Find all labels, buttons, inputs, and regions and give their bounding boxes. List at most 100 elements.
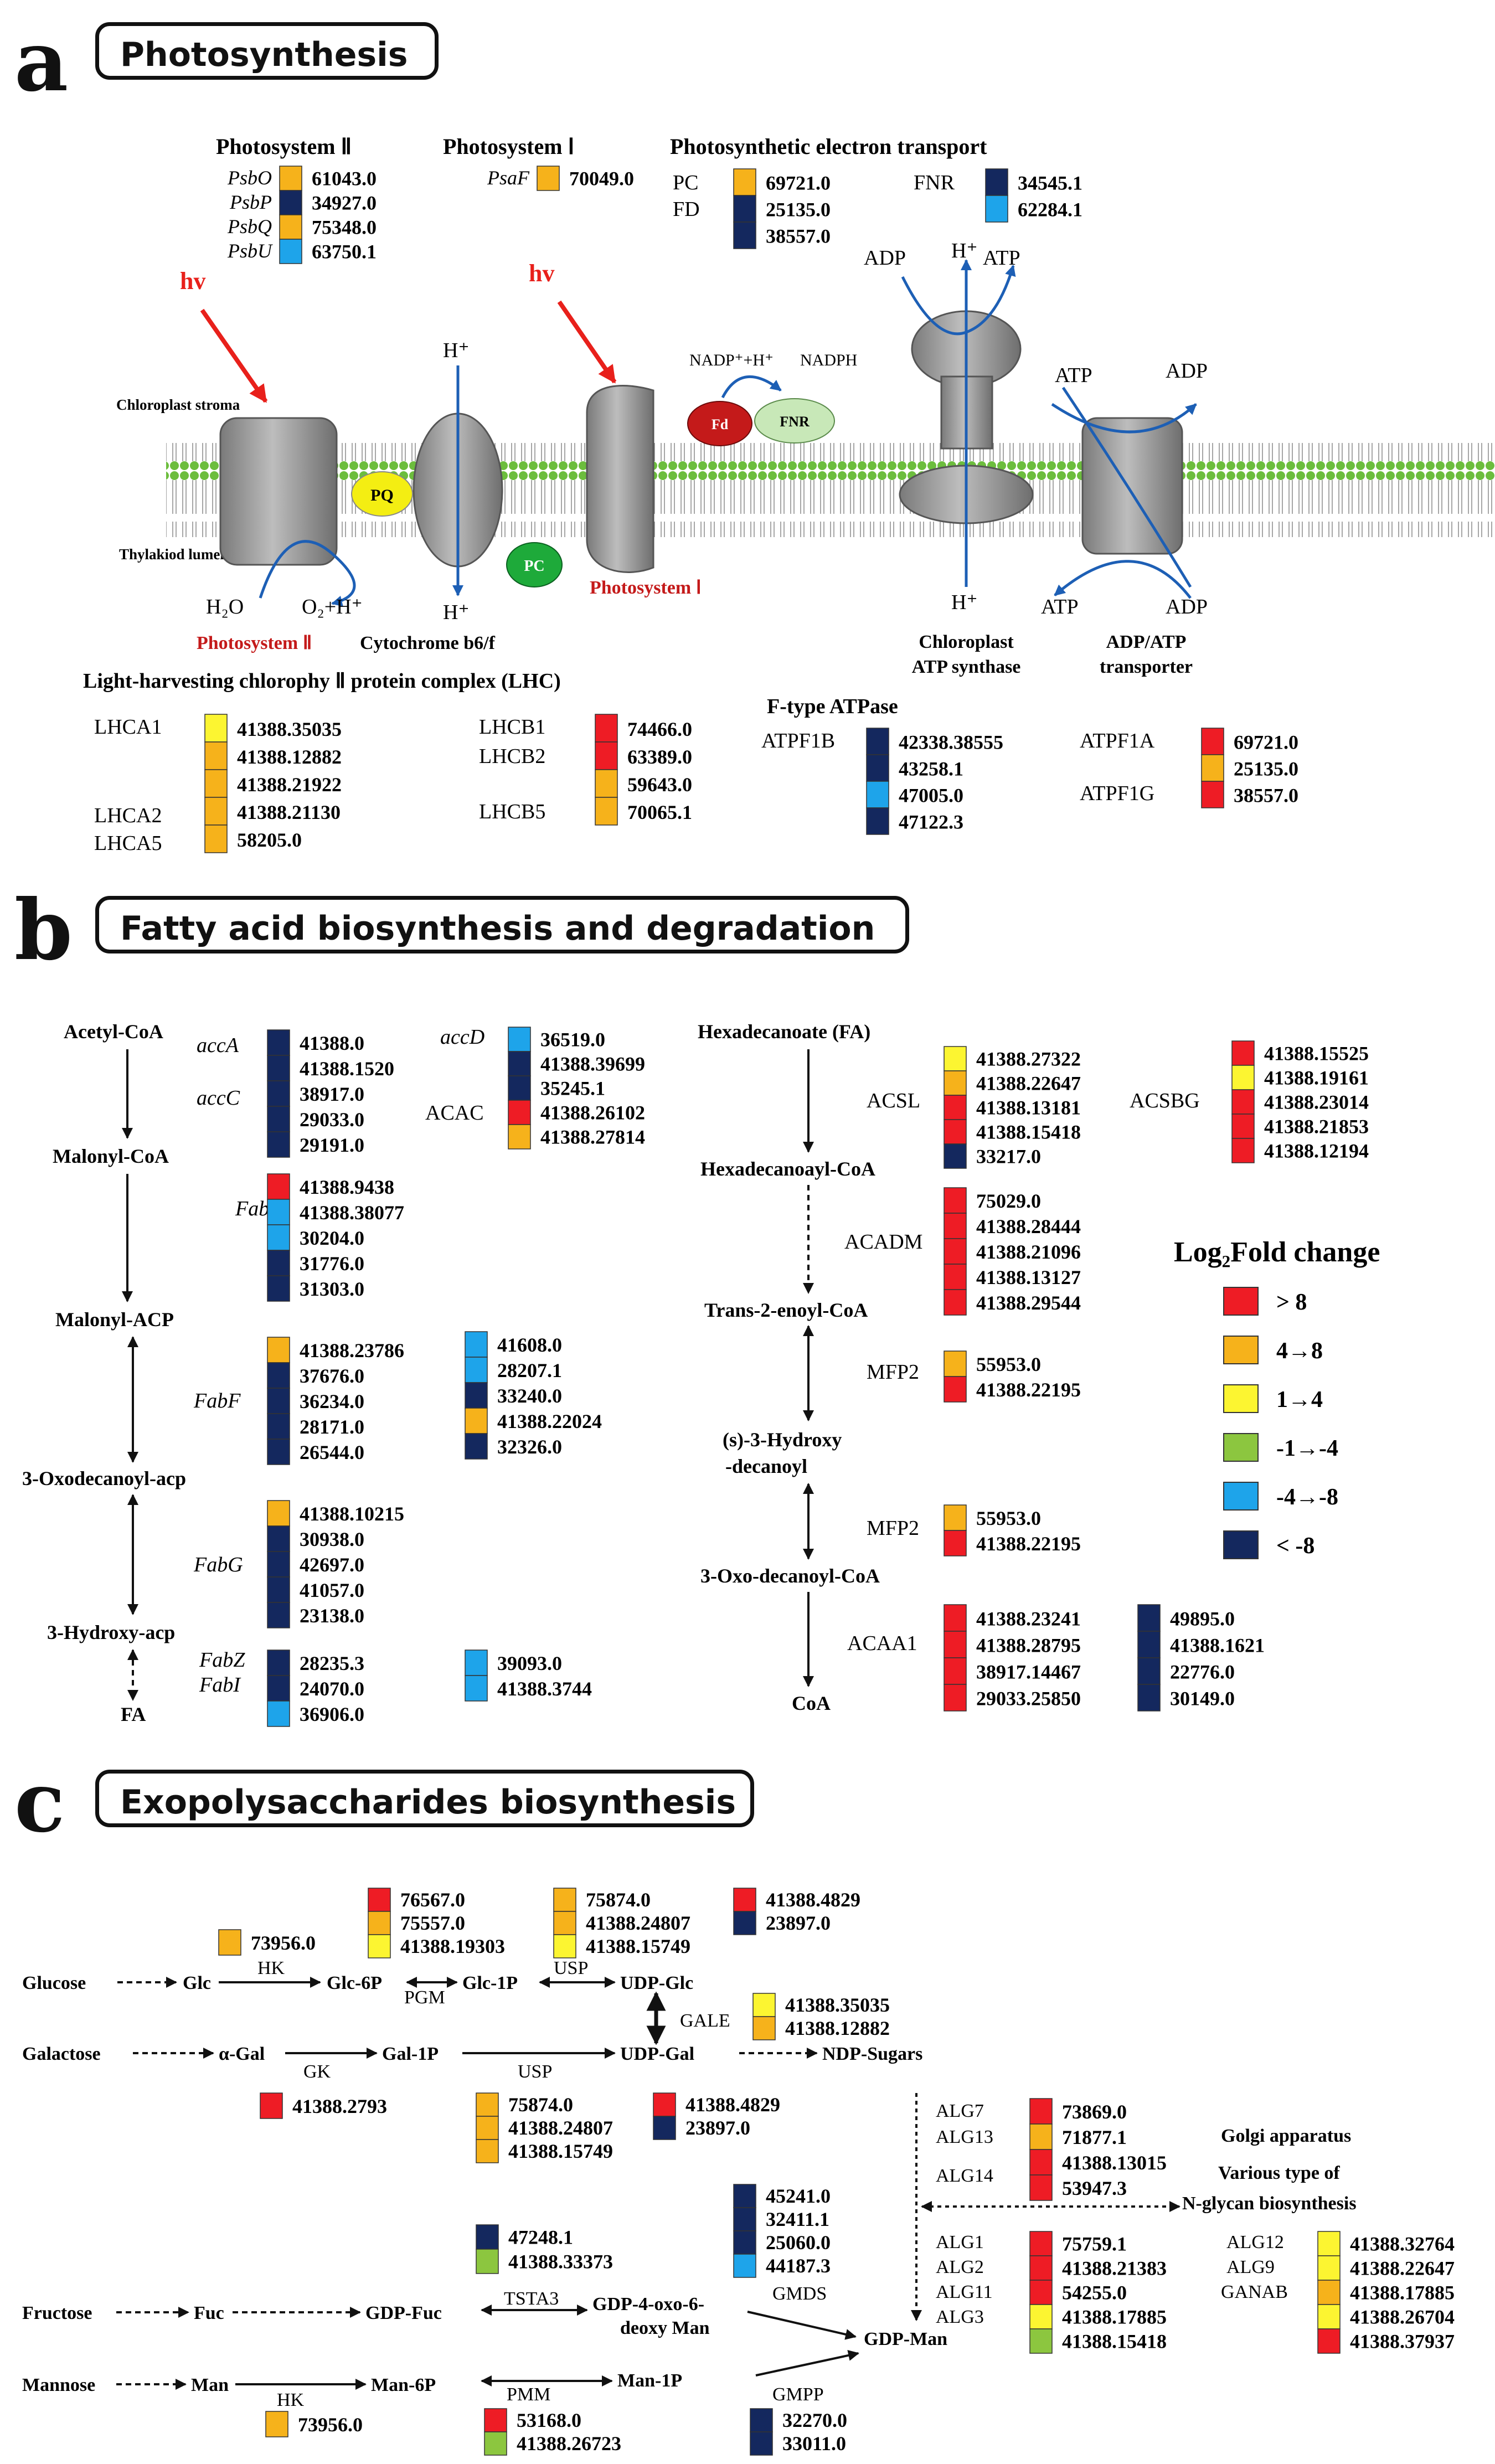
value-row: 59643.0 bbox=[595, 769, 692, 798]
gene-name: PsaF bbox=[487, 167, 530, 189]
expression-value: 70065.1 bbox=[627, 801, 692, 823]
legend-label: 1→4 bbox=[1276, 1387, 1323, 1413]
legend: > 84→81→4-1→-4-4→-8< -8 bbox=[1223, 1287, 1338, 1559]
expression-value: 47005.0 bbox=[899, 784, 963, 806]
fold-change-swatch bbox=[267, 1413, 290, 1440]
gene-name: PsbU bbox=[227, 240, 273, 262]
galactose: Galactose bbox=[22, 2044, 101, 2064]
atpf1a-label: ATPF1A bbox=[1080, 729, 1155, 752]
expression-value: 42338.38555 bbox=[899, 731, 1003, 753]
pgm-label: PGM bbox=[404, 1987, 445, 2008]
expression-value: 54255.0 bbox=[1062, 2281, 1127, 2303]
expression-value: 41388.4829 bbox=[685, 2094, 780, 2116]
expression-value: 41388.13181 bbox=[976, 1096, 1081, 1118]
value-row: 41388.22024 bbox=[465, 1408, 602, 1434]
fold-change-swatch bbox=[1317, 2255, 1341, 2281]
hplus-bottom-atp: H⁺ bbox=[951, 591, 978, 614]
ganab-label: GANAB bbox=[1221, 2282, 1288, 2302]
expression-value: 28235.3 bbox=[300, 1652, 364, 1674]
value-row: 41388.35035 bbox=[204, 714, 342, 743]
fold-change-swatch bbox=[944, 1604, 967, 1632]
value-row: 53168.0 bbox=[484, 2408, 581, 2432]
psii-title: Photosystem Ⅱ bbox=[216, 134, 352, 159]
expression-value: 41388.22024 bbox=[497, 1410, 602, 1432]
value-row: 41388.21130 bbox=[204, 797, 341, 826]
pc-carrier-label: PC bbox=[524, 558, 544, 575]
value-row: 41388.9438 bbox=[267, 1173, 394, 1200]
expression-value: 41388.21130 bbox=[237, 801, 341, 823]
malonylcoa: Malonyl-CoA bbox=[53, 1145, 169, 1167]
expression-value: 41388.12882 bbox=[237, 746, 342, 768]
value-row: 32411.1 bbox=[733, 2207, 829, 2231]
fold-change-swatch bbox=[267, 1602, 290, 1628]
fold-change-swatch bbox=[733, 168, 756, 196]
expression-value: 41388.21922 bbox=[237, 774, 342, 796]
value-row: 24070.0 bbox=[267, 1675, 364, 1702]
expression-value: 75874.0 bbox=[508, 2094, 573, 2116]
hplus-top-atp: H⁺ bbox=[951, 239, 978, 262]
fold-change-swatch bbox=[733, 195, 756, 223]
fold-change-swatch bbox=[267, 1173, 290, 1200]
acadm-label: ACADM bbox=[844, 1230, 922, 1254]
value-row: 28171.0 bbox=[267, 1413, 364, 1440]
value-row: 41388.27322 bbox=[944, 1046, 1081, 1071]
expression-value: 41388.1621 bbox=[1170, 1634, 1265, 1656]
gmds-label: GMDS bbox=[772, 2283, 827, 2304]
legend-item: 4→8 bbox=[1223, 1336, 1323, 1364]
value-row: 41388.35035 bbox=[752, 1993, 890, 2017]
value-row: 41388.17885 bbox=[1317, 2280, 1455, 2305]
expression-value: 41388.21383 bbox=[1062, 2257, 1167, 2279]
mfp2-label-2: MFP2 bbox=[867, 1517, 919, 1540]
alg7-label: ALG7 bbox=[936, 2101, 984, 2121]
fold-change-swatch bbox=[1137, 1657, 1161, 1685]
atp-in-arrow bbox=[1054, 560, 1192, 599]
atp-synthase-label-2: ATP synthase bbox=[912, 657, 1021, 677]
fold-change-swatch bbox=[1137, 1604, 1161, 1632]
light-arrow-psii bbox=[200, 308, 268, 403]
mfp2a-values: 55953.0 41388.22195 bbox=[944, 1350, 1081, 1403]
fold-change-swatch bbox=[944, 1238, 967, 1265]
hexadecanoate: Hexadecanoate (FA) bbox=[698, 1020, 870, 1043]
alg3-label: ALG3 bbox=[936, 2307, 984, 2327]
value-row: 41057.0 bbox=[267, 1576, 364, 1603]
fold-change-swatch bbox=[279, 239, 302, 264]
expression-value: 75348.0 bbox=[312, 216, 377, 238]
fold-change-swatch bbox=[218, 1929, 241, 1956]
value-row: 30938.0 bbox=[267, 1525, 364, 1552]
value-row: 31303.0 bbox=[267, 1275, 364, 1302]
value-row: 25135.0 bbox=[1201, 754, 1298, 782]
value-row: 76567.0 bbox=[368, 1888, 465, 1912]
alg2-label: ALG2 bbox=[936, 2257, 984, 2277]
fd-carrier-label: Fd bbox=[712, 416, 729, 432]
fold-change-swatch bbox=[368, 1911, 391, 1935]
value-row: 32326.0 bbox=[465, 1433, 562, 1460]
panel-a-letter: a bbox=[14, 13, 69, 110]
expression-value: 41388.21853 bbox=[1264, 1115, 1369, 1137]
expression-value: 38557.0 bbox=[766, 225, 831, 247]
fold-change-swatch bbox=[267, 1275, 290, 1302]
expression-value: 41388.22195 bbox=[976, 1379, 1081, 1401]
value-row: 41388.15418 bbox=[944, 1119, 1081, 1145]
value-row: 41388.0 bbox=[267, 1029, 364, 1056]
fold-change-swatch bbox=[653, 2116, 676, 2140]
value-row: 41388.21853 bbox=[1231, 1114, 1369, 1139]
fold-change-swatch bbox=[1201, 728, 1224, 755]
value-row: 36234.0 bbox=[267, 1388, 364, 1414]
legend-swatch bbox=[1223, 1287, 1259, 1316]
legend-swatch bbox=[1223, 1530, 1259, 1559]
expression-value: 41388.22647 bbox=[976, 1072, 1081, 1094]
expression-value: 38917.14467 bbox=[976, 1661, 1081, 1683]
expression-value: 41388.13015 bbox=[1062, 2152, 1167, 2174]
glucose: Glucose bbox=[22, 1973, 86, 1993]
value-row: 41388.33373 bbox=[476, 2249, 613, 2274]
value-row: 47248.1 bbox=[476, 2224, 573, 2250]
fold-change-swatch bbox=[944, 1504, 967, 1531]
expression-value: 55953.0 bbox=[976, 1353, 1041, 1375]
gdp-fuc: GDP-Fuc bbox=[365, 2303, 442, 2323]
fold-change-swatch bbox=[944, 1376, 967, 1403]
